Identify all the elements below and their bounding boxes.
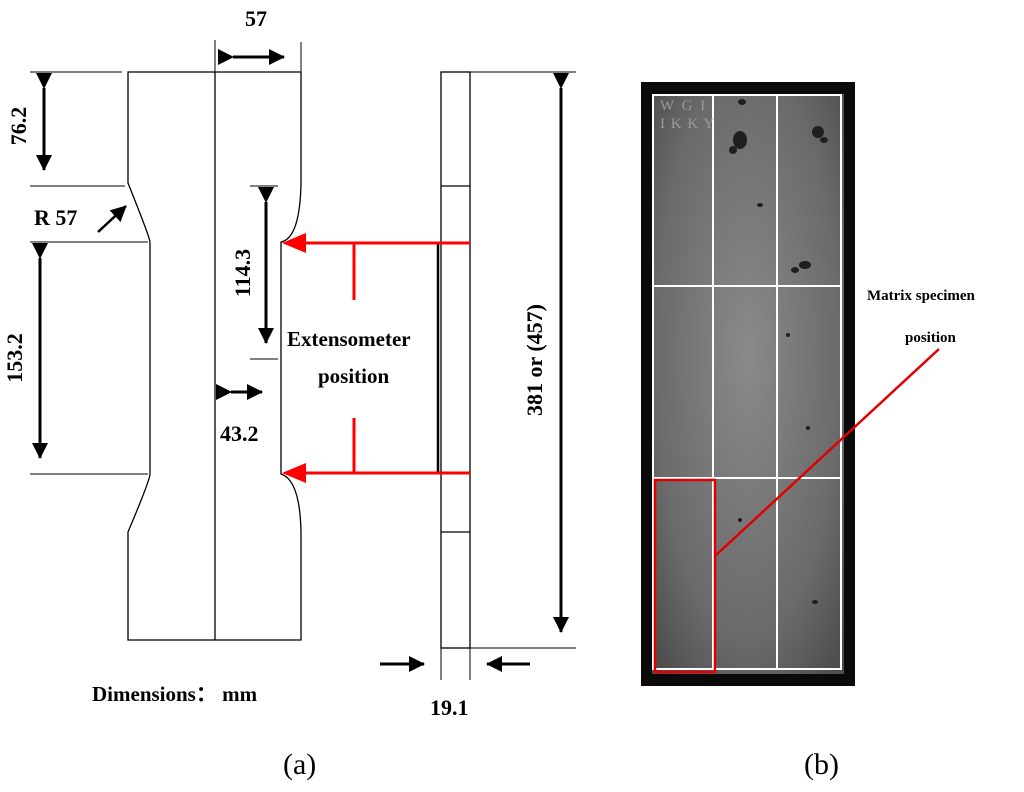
dim-label-19-1: 19.1 xyxy=(430,695,469,720)
dim-label-57: 57 xyxy=(245,6,267,31)
extensometer-arrows xyxy=(282,233,470,483)
matrix-specimen-box xyxy=(653,478,717,674)
units-label: Dimensions： mm xyxy=(92,682,258,706)
dim-label-76-2: 76.2 xyxy=(6,106,31,146)
dim-label-114-3: 114.3 xyxy=(230,248,255,298)
extensometer-label-line1: Extensometer xyxy=(287,327,411,351)
plate-defects xyxy=(729,99,828,604)
dim-label-381: 381 or (457) xyxy=(522,303,547,417)
dimension-arrows xyxy=(32,49,569,672)
dim-label-43-2: 43.2 xyxy=(220,421,259,446)
extensometer-label-line2: position xyxy=(318,364,390,388)
plate-marking-2: I K K Y xyxy=(660,116,716,132)
specimen-side-view xyxy=(436,71,471,649)
plate-grid xyxy=(652,94,842,670)
dim-label-153-2: 153.2 xyxy=(2,333,27,383)
radius-arrow xyxy=(97,205,127,233)
matrix-specimen-label-line2: position xyxy=(905,330,956,346)
panel-caption-a: (a) xyxy=(283,748,317,781)
dim-label-radius: R 57 xyxy=(34,205,78,230)
plate-photo xyxy=(641,82,940,686)
matrix-specimen-leader xyxy=(714,348,940,557)
extension-lines xyxy=(30,40,576,680)
panel-caption-b: (b) xyxy=(804,748,839,781)
specimen-outline xyxy=(127,71,302,641)
plate-marking-1: W G I xyxy=(660,98,708,114)
matrix-specimen-label-line1: Matrix specimen xyxy=(867,288,975,304)
specimen-front-view xyxy=(127,71,302,641)
